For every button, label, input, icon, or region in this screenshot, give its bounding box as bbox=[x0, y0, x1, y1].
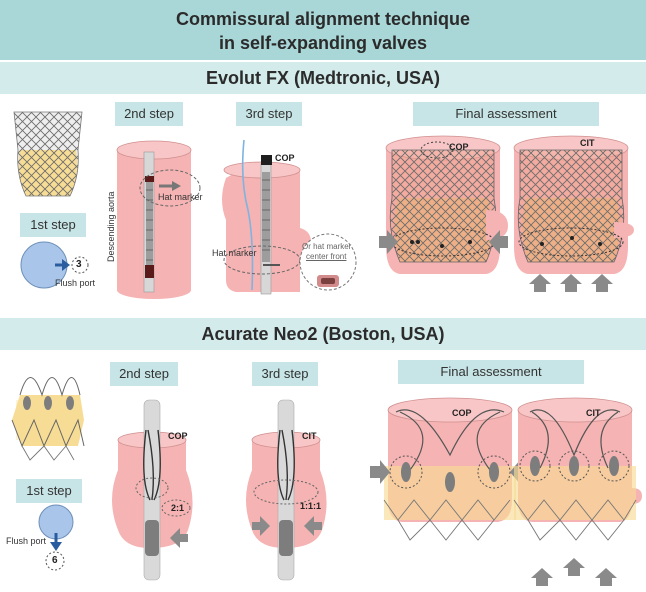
evolut-hat-marker-label-step2: Hat marker bbox=[158, 192, 203, 202]
acurate-first-step-label: 1st step bbox=[16, 479, 82, 503]
acurate-valve-icon bbox=[11, 377, 85, 461]
acurate-flush-port-label: Flush port bbox=[6, 536, 47, 546]
figure-title-band: Commissural alignment technique in self-… bbox=[0, 0, 646, 60]
evolut-flush-port-label: Flush port bbox=[55, 278, 96, 288]
evolut-alt-note-line-2: center front bbox=[306, 252, 347, 261]
acurate-section-heading: Acurate Neo2 (Boston, USA) bbox=[0, 318, 646, 350]
evolut-hat-marker-label-step3: Hat marker bbox=[212, 248, 257, 258]
evolut-third-step-illustration bbox=[222, 139, 357, 295]
evolut-valve-icon bbox=[13, 111, 83, 197]
evolut-final-cop-illustration bbox=[379, 135, 508, 274]
acurate-final-cit-illustration bbox=[513, 397, 642, 586]
acurate-cop-label-step2: COP bbox=[168, 431, 188, 441]
acurate-ratio-label-step2: 2:1 bbox=[171, 503, 185, 513]
evolut-third-step-label: 3rd step bbox=[236, 102, 302, 126]
evolut-port-number: 3 bbox=[76, 259, 82, 270]
figure-title-line-1: Commissural alignment technique bbox=[175, 9, 471, 29]
acurate-final-cit-label: CIT bbox=[586, 408, 601, 418]
acurate-final-assessment-label: Final assessment bbox=[398, 360, 584, 384]
figure-title-line-2: in self-expanding valves bbox=[218, 33, 428, 53]
evolut-final-cit-label: CIT bbox=[580, 138, 595, 148]
acurate-third-step-label: 3rd step bbox=[252, 362, 318, 386]
evolut-cop-label-step3: COP bbox=[275, 153, 295, 163]
evolut-alt-note-line-1: Or hat marker bbox=[302, 242, 352, 251]
acurate-first-step-illustration bbox=[38, 504, 74, 571]
evolut-descending-aorta-label: Descending aorta bbox=[106, 191, 116, 262]
acurate-final-cop-illustration bbox=[370, 397, 530, 541]
evolut-second-step-label: 2nd step bbox=[115, 102, 183, 126]
evolut-final-assessment-label: Final assessment bbox=[413, 102, 599, 126]
evolut-section-heading: Evolut FX (Medtronic, USA) bbox=[0, 62, 646, 94]
evolut-first-step-illustration bbox=[20, 241, 89, 289]
acurate-cit-label-step3: CIT bbox=[302, 431, 317, 441]
acurate-port-number: 6 bbox=[52, 555, 58, 566]
acurate-ratio-label-step3: 1:1:1 bbox=[300, 501, 322, 511]
acurate-third-step-illustration bbox=[246, 399, 327, 581]
evolut-final-cop-label: COP bbox=[449, 142, 469, 152]
evolut-first-step-label: 1st step bbox=[20, 213, 86, 237]
evolut-final-cit-illustration bbox=[513, 135, 634, 292]
evolut-second-step-illustration bbox=[116, 140, 201, 299]
acurate-second-step-label: 2nd step bbox=[110, 362, 178, 386]
acurate-second-step-illustration bbox=[112, 399, 193, 581]
acurate-final-cop-label: COP bbox=[452, 408, 472, 418]
